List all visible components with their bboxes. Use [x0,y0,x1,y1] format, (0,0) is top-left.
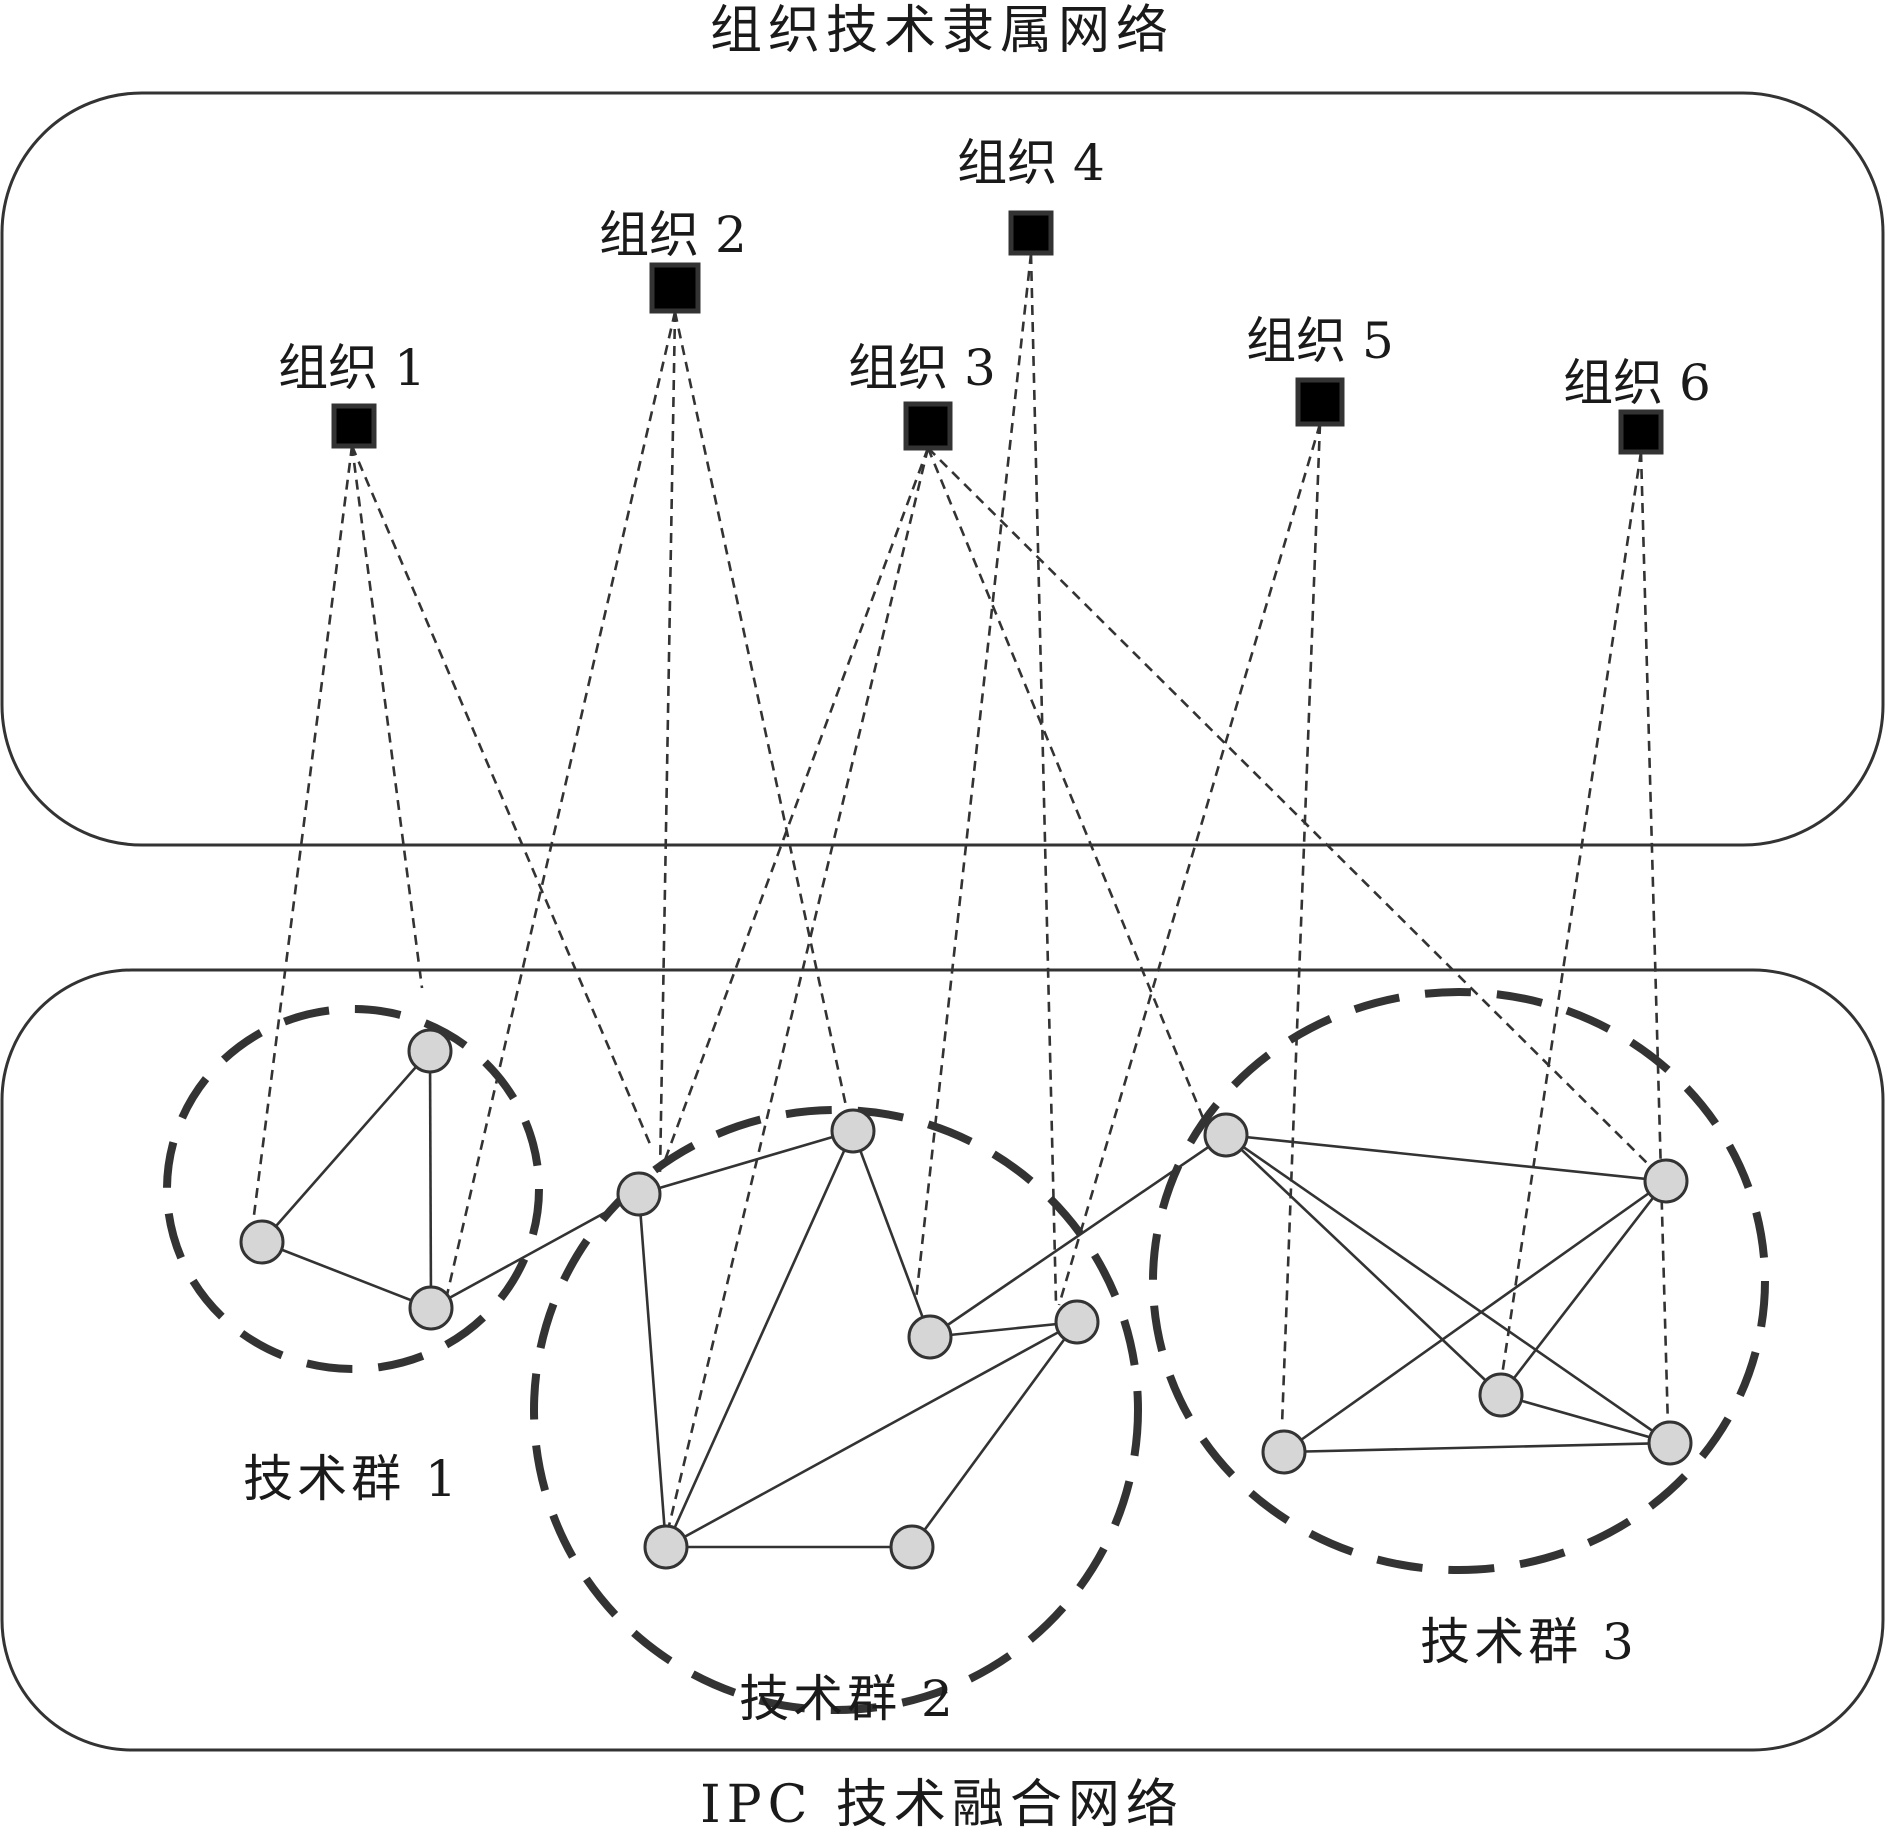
affiliation-link-org3-H [666,447,930,1531]
tech-node-A [239,1219,285,1265]
tech-edge-G-H [665,1320,1078,1549]
top-network-panel [0,91,1885,847]
tech-edge-F-J [929,1133,1227,1339]
tech-edges [261,1050,1671,1549]
organization-label-4: 组织 4 [957,134,1105,192]
affiliation-link-org3-K [927,447,1650,1166]
cluster-ring-2 [530,1106,1142,1714]
affiliation-link-org5-G [1057,423,1322,1306]
tech-edge-D-H [637,1193,668,1548]
top-network-title: 组织技术隶属网络 [710,1,1174,61]
tech-edge-K-L [1499,1180,1668,1396]
affiliation-link-org3-D [663,447,930,1161]
diagram-labels: 技术群 1 技术群 2 技术群 3 组织 1 组织 2 组织 3 组织 4 组织 5 组织 6 [243,134,1711,1728]
tech-edge-J-K [1225,1133,1667,1183]
affiliation-link-org2-D [658,311,677,1175]
tech-edge-C-D [430,1192,640,1310]
affiliation-link-org3-J [926,447,1205,1119]
tech-edge-A-C [261,1240,432,1310]
tech-nodes [239,1028,1693,1570]
organization-node-3 [903,401,953,451]
tech-node-L [1478,1372,1524,1418]
tech-edge-J-M [1225,1133,1671,1445]
affiliation-link-org6-M [1499,451,1643,1383]
organization-node-6 [1618,409,1664,455]
organization-label-5: 组织 5 [1246,312,1394,370]
cluster-label-3: 技术群 3 [1420,1613,1638,1671]
affiliation-link-org5-L [1280,423,1322,1426]
affiliation-link-org1-A [252,445,354,1216]
tech-node-G [1054,1299,1100,1345]
tech-edge-J-L [1225,1134,1502,1396]
tech-edge-B-C [428,1050,433,1309]
cluster-label-2: 技术群 2 [739,1670,957,1728]
tech-edge-A-B [261,1050,431,1243]
organization-node-1 [331,403,377,449]
bottom-network-panel [0,968,1885,1752]
affiliation-link-org1-B [350,445,424,989]
tech-edge-D-E [638,1129,854,1196]
bottom-network-title: IPC 技术融合网络 [700,1775,1184,1835]
tech-node-B [407,1028,453,1074]
organization-node-2 [649,262,701,314]
tech-node-F [907,1314,953,1360]
tech-node-C [408,1285,454,1331]
tech-node-N [1261,1429,1307,1475]
organization-label-6: 组织 6 [1563,354,1711,412]
affiliation-link-org2-C [445,311,677,1296]
tech-node-K [1643,1158,1689,1204]
organization-node-5 [1295,377,1345,427]
tech-node-D [616,1171,662,1217]
tech-node-E [830,1108,876,1154]
tech-node-M [1647,1420,1693,1466]
affiliation-link-org2-E [673,311,848,1107]
cluster-label-1: 技术群 1 [243,1450,461,1508]
tech-edge-M-N [1283,1441,1671,1454]
tech-edge-K-N [1283,1179,1667,1454]
cluster-ring-1 [163,1005,543,1373]
tech-edge-E-F [851,1130,932,1338]
affiliation-links [252,253,1670,1531]
tech-edge-F-G [929,1320,1078,1339]
tech-edge-G-I [910,1321,1079,1548]
tech-node-I [889,1524,935,1570]
organization-label-3: 组织 3 [848,339,996,397]
tech-node-H [643,1524,689,1570]
tech-edge-E-H [664,1130,855,1548]
cluster-rings [163,988,1769,1714]
affiliation-link-org4-F [914,253,1033,1301]
affiliation-link-org6-N [1639,451,1670,1429]
organization-label-1: 组织 1 [278,339,426,397]
tech-node-J [1203,1112,1249,1158]
tech-edge-L-M [1500,1393,1671,1445]
organization-node-4 [1008,210,1054,256]
organization-nodes [331,210,1664,455]
affiliation-link-org4-G [1029,253,1058,1304]
affiliation-link-org1-D [350,445,652,1145]
cluster-ring-3 [1149,988,1769,1574]
organization-label-2: 组织 2 [599,206,747,264]
